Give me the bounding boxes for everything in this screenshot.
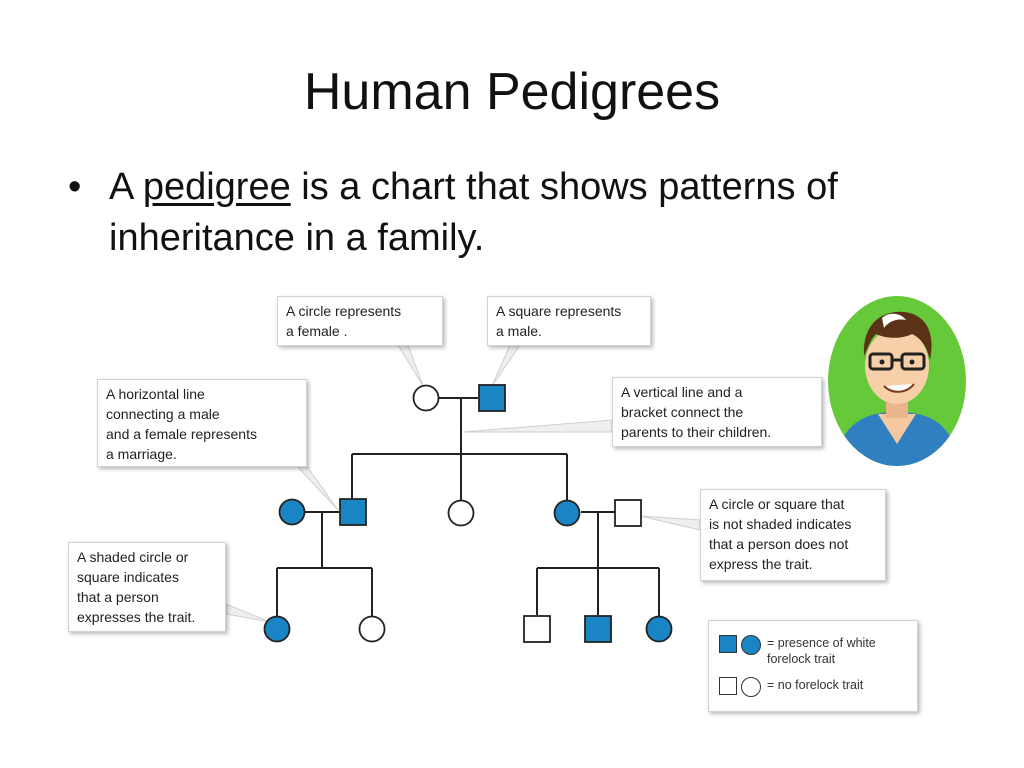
callout-pointer-unshaded [639,515,701,531]
male-unaffected-spouse-right [614,499,642,527]
callout-shaded: A shaded circle or square indicates that… [68,542,226,632]
male-affected-gen3-4 [584,615,612,643]
legend-none-label: = no forelock trait [767,678,864,692]
female-affected-gen3-1 [263,615,291,643]
callout-circle-female: A circle represents a female . [277,296,443,346]
bullet-suffix: is a chart that shows patterns of inheri… [109,166,838,259]
callout-pointer-vertical [462,419,613,433]
legend-row-none: = no forelock trait [719,677,863,697]
legend-circle-unaffected-icon [741,677,761,697]
legend: = presence of white forelock trait = no … [708,620,918,712]
callout-pointer-female [397,344,424,387]
female-unaffected-gen2 [447,499,475,527]
callout-pointer-shaded [225,603,271,623]
legend-circle-affected-icon [741,635,761,655]
callout-horizontal-line: A horizontal line connecting a male and … [97,379,307,467]
female-unaffected-gen1 [412,384,440,412]
legend-presence-label: = presence of white forelock trait [767,636,876,666]
legend-square-affected-icon [719,635,737,653]
female-affected-spouse-left [278,498,306,526]
callout-pointer-marriage [294,464,339,511]
callout-square-male: A square represents a male. [487,296,651,346]
legend-row-presence: = presence of white forelock trait [719,635,876,667]
male-affected-gen2 [339,498,367,526]
callout-pointer-male [491,344,521,387]
bullet-prefix: A [109,166,143,208]
female-affected-gen3-5 [645,615,673,643]
legend-square-unaffected-icon [719,677,737,695]
male-affected-gen1 [478,384,506,412]
slide-title: Human Pedigrees [303,63,721,121]
female-unaffected-gen3-2 [358,615,386,643]
male-unaffected-gen3-3 [523,615,551,643]
bullet-dot-icon: • [68,166,82,208]
bullet-point: • A pedigree is a chart that shows patte… [68,162,948,264]
pedigree-term: pedigree [142,166,291,208]
bullet-text: A pedigree is a chart that shows pattern… [109,162,948,264]
callout-not-shaded: A circle or square that is not shaded in… [700,489,886,581]
teacher-avatar-icon [828,296,966,466]
callout-vertical-line: A vertical line and a bracket connect th… [612,377,822,447]
female-affected-gen2 [553,499,581,527]
